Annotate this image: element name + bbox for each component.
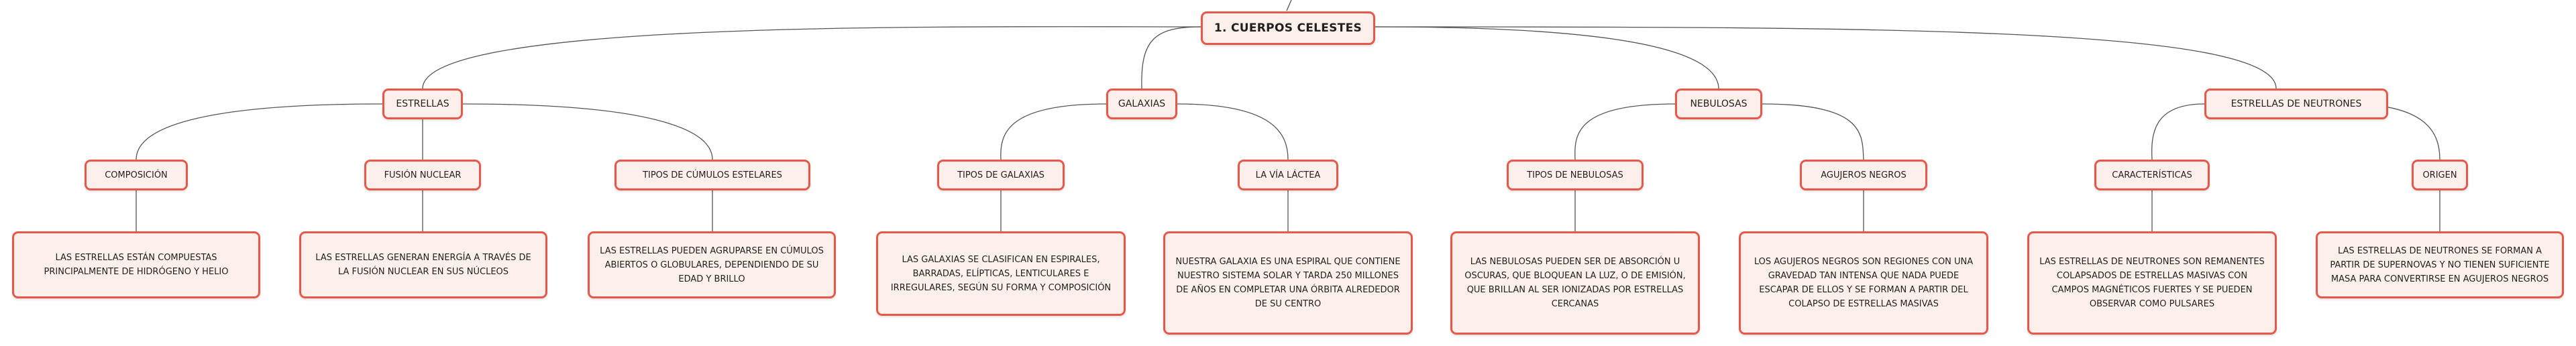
sub-node-agujeros-negros[interactable]: AGUJEROS NEGROS [1800,160,1927,190]
root-node[interactable]: 1. CUERPOS CELESTES [1201,11,1375,45]
branch-label: ESTRELLAS DE NEUTRONES [2231,99,2362,109]
detail-node-tipos-de-galaxias[interactable]: LAS GALAXIAS SE CLASIFICAN EN ESPIRALES,… [876,231,1126,316]
detail-node-la-via-lactea[interactable]: NUESTRA GALAXIA ES UNA ESPIRAL QUE CONTI… [1163,231,1413,335]
detail-node-caracteristicas[interactable]: LAS ESTRELLAS DE NEUTRONES SON REMANENTE… [2027,231,2277,335]
sub-node-fusion-nuclear[interactable]: FUSIÓN NUCLEAR [364,160,481,190]
detail-text: LAS GALAXIAS SE CLASIFICAN EN ESPIRALES,… [890,254,1112,293]
detail-node-composicion[interactable]: LAS ESTRELLAS ESTÁN COMPUESTAS PRINCIPAL… [12,231,260,298]
branch-label: NEBULOSAS [1690,99,1748,109]
sub-node-tipos-de-cumulos[interactable]: TIPOS DE CÚMULOS ESTELARES [614,160,810,190]
detail-text: LOS AGUJEROS NEGROS SON REGIONES CON UNA… [1754,257,1974,309]
detail-node-agujeros-negros[interactable]: LOS AGUJEROS NEGROS SON REGIONES CON UNA… [1739,231,1988,335]
branch-node-galaxias[interactable]: GALAXIAS [1106,89,1177,119]
sub-node-caracteristicas[interactable]: CARACTERÍSTICAS [2094,160,2210,190]
detail-node-fusion-nuclear[interactable]: LAS ESTRELLAS GENERAN ENERGÍA A TRAVÉS D… [299,231,547,298]
sub-node-label: LA VÍA LÁCTEA [1255,170,1321,180]
sub-node-label: AGUJEROS NEGROS [1821,170,1907,180]
sub-node-composicion[interactable]: COMPOSICIÓN [85,160,188,190]
sub-node-label: ORIGEN [2422,170,2457,180]
detail-text: LAS ESTRELLAS GENERAN ENERGÍA A TRAVÉS D… [315,253,531,277]
detail-text: LAS ESTRELLAS DE NEUTRONES SE FORMAN A P… [2330,245,2550,284]
branch-node-estrellas-de-neutrones[interactable]: ESTRELLAS DE NEUTRONES [2204,89,2388,119]
sub-node-label: TIPOS DE GALAXIAS [957,170,1044,180]
detail-node-tipos-de-nebulosas[interactable]: LAS NEBULOSAS PUEDEN SER DE ABSORCIÓN U … [1450,231,1700,335]
branch-label: ESTRELLAS [396,99,449,109]
root-label: 1. CUERPOS CELESTES [1214,21,1362,35]
sub-node-label: TIPOS DE CÚMULOS ESTELARES [643,170,782,180]
branch-label: GALAXIAS [1118,99,1166,109]
detail-text: LAS ESTRELLAS PUEDEN AGRUPARSE EN CÚMULO… [600,245,824,284]
sub-node-tipos-de-galaxias[interactable]: TIPOS DE GALAXIAS [937,160,1065,190]
sub-node-label: CARACTERÍSTICAS [2112,170,2192,180]
sub-node-label: TIPOS DE NEBULOSAS [1527,170,1623,180]
branch-node-estrellas[interactable]: ESTRELLAS [382,89,463,119]
sub-node-la-via-lactea[interactable]: LA VÍA LÁCTEA [1238,160,1338,190]
detail-text: LAS ESTRELLAS ESTÁN COMPUESTAS PRINCIPAL… [44,253,229,277]
detail-node-tipos-de-cumulos[interactable]: LAS ESTRELLAS PUEDEN AGRUPARSE EN CÚMULO… [588,231,836,298]
sub-node-origen[interactable]: ORIGEN [2412,160,2468,190]
branch-node-nebulosas[interactable]: NEBULOSAS [1675,89,1762,119]
detail-text: NUESTRA GALAXIA ES UNA ESPIRAL QUE CONTI… [1175,257,1401,309]
detail-text: LAS ESTRELLAS DE NEUTRONES SON REMANENTE… [2039,257,2265,309]
detail-node-origen[interactable]: LAS ESTRELLAS DE NEUTRONES SE FORMAN A P… [2316,231,2564,298]
sub-node-label: COMPOSICIÓN [105,170,168,180]
detail-text: LAS NEBULOSAS PUEDEN SER DE ABSORCIÓN U … [1464,257,1686,309]
sub-node-label: FUSIÓN NUCLEAR [384,170,462,180]
sub-node-tipos-de-nebulosas[interactable]: TIPOS DE NEBULOSAS [1507,160,1644,190]
